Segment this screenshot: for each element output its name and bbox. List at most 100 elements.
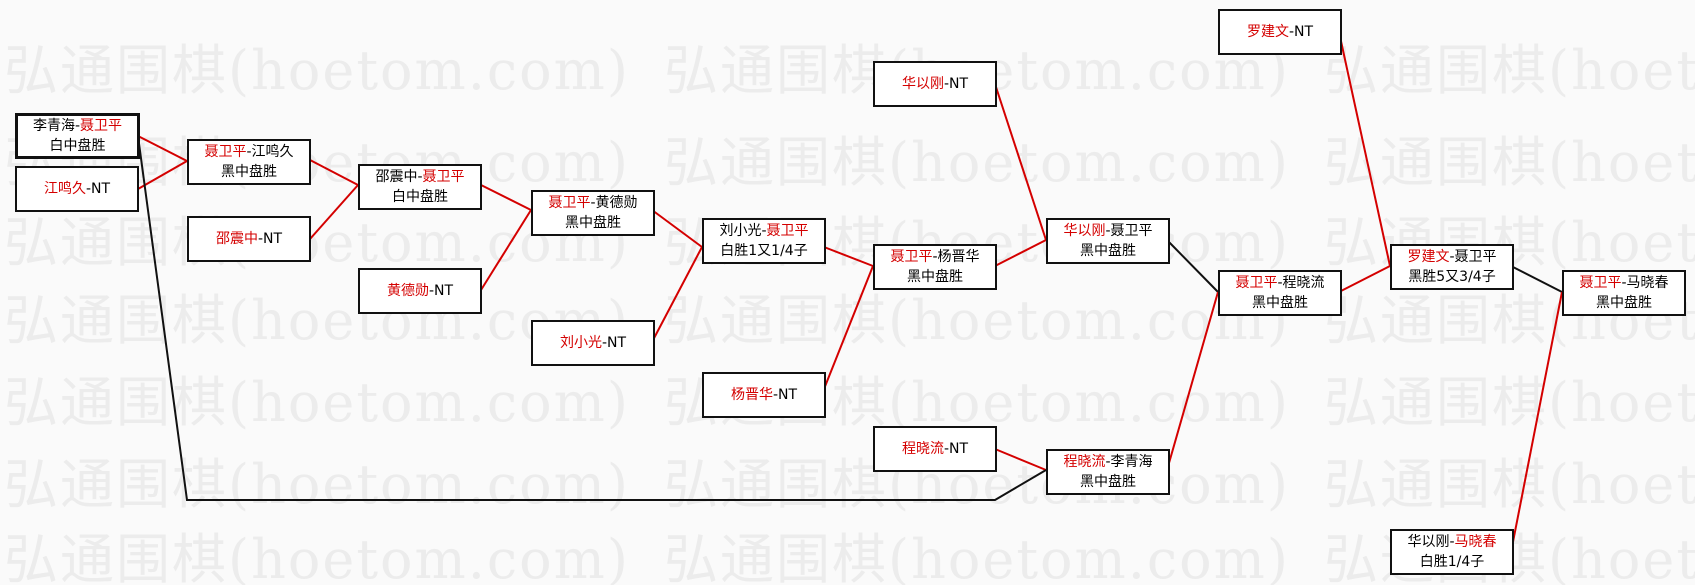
connector-line [1510,265,1563,293]
separator: - [932,249,938,265]
separator: - [1449,249,1455,265]
player-name: 杨晋华 [937,249,980,265]
winner-name: 聂卫平 [890,249,933,265]
separator: - [1288,24,1295,40]
connector-line [137,135,1047,501]
result-text: 白中盘胜 [392,189,448,205]
result-text: 黑中盘胜 [907,269,963,285]
matchup-line: 聂卫平-马晓春 [1579,273,1668,293]
game-box: 华以刚-马晓春 白胜1/4子 [1390,529,1514,575]
game-box: 刘小光-聂卫平 白胜1又1/4子 [702,218,826,264]
separator: - [1277,275,1283,291]
player-name: 聂卫平 [1110,223,1153,239]
result-text: 黑中盘胜 [221,164,277,180]
matchup-line: 杨晋华-NT [731,385,797,405]
result-text: 黑胜5又3/4子 [1408,269,1496,285]
separator: - [772,387,779,403]
connector-line [651,209,703,248]
separator: - [1105,223,1111,239]
winner-name: 聂卫平 [422,169,465,185]
separator: - [428,283,435,299]
result-text: 白中盘胜 [49,138,106,154]
winner-name: 杨晋华 [730,387,773,403]
connector-line [994,448,1047,471]
player-name: NT [434,283,454,299]
separator: - [1105,454,1111,470]
player-name: 李青海 [32,118,75,134]
connector-line [480,209,532,291]
player-name: NT [1294,24,1314,40]
matchup-line: 华以刚-聂卫平 [1063,221,1152,241]
winner-name: 聂卫平 [204,144,247,160]
result-text: 黑中盘胜 [1596,295,1652,311]
game-box: 杨晋华-NT [702,372,826,418]
matchup-line: 聂卫平-黄德勋 [548,193,637,213]
winner-name: 罗建文 [1407,249,1450,265]
winner-name: 江鸣久 [43,181,86,197]
separator: - [417,169,423,185]
separator: - [590,195,596,211]
winner-name: 聂卫平 [1235,275,1278,291]
game-box: 邵震中-聂卫平 白中盘胜 [358,164,482,210]
winner-name: 马晓春 [1454,534,1497,550]
connector-line [1338,31,1391,267]
winner-name: 罗建文 [1246,24,1289,40]
player-name: 马晓春 [1626,275,1669,291]
winner-name: 聂卫平 [766,223,809,239]
matchup-line: 刘小光-聂卫平 [719,221,808,241]
matchup-line: 邵震中-聂卫平 [375,167,464,187]
matchup-line: 刘小光-NT [560,333,626,353]
winner-name: 聂卫平 [80,118,123,134]
separator: - [943,76,950,92]
game-box: 聂卫平-江鸣久 黑中盘胜 [187,139,311,185]
game-box: 华以刚-NT [873,61,997,107]
player-name: 江鸣久 [251,144,294,160]
connector-line [137,160,188,190]
separator: - [246,144,252,160]
winner-name: 华以刚 [901,76,944,92]
separator: - [257,231,264,247]
connector-line [137,135,188,162]
game-box: 聂卫平-杨晋华 黑中盘胜 [873,244,997,290]
player-name: NT [778,387,798,403]
matchup-line: 华以刚-马晓春 [1407,532,1496,552]
connector-line [823,246,874,267]
game-box: 聂卫平-马晓春 黑中盘胜 [1562,270,1686,316]
separator: - [601,335,608,351]
game-box: 程晓流-NT [873,426,997,472]
matchup-line: 程晓流-李青海 [1063,452,1152,472]
player-name: 程晓流 [1282,275,1325,291]
matchup-line: 华以刚-NT [902,74,968,94]
connector-line [651,246,703,343]
matchup-line: 罗建文-NT [1247,22,1313,42]
player-name: NT [263,231,283,247]
matchup-line: 聂卫平-杨晋华 [890,247,979,267]
player-name: NT [949,441,969,457]
result-text: 白胜1又1/4子 [720,243,808,259]
matchup-line: 聂卫平-江鸣久 [204,142,293,162]
winner-name: 程晓流 [901,441,944,457]
player-name: NT [949,76,969,92]
connector-line [480,184,532,211]
matchup-line: 江鸣久-NT [44,179,110,199]
game-box: 黄德勋-NT [358,268,482,314]
game-box: 罗建文-NT [1218,9,1342,55]
matchup-line: 程晓流-NT [902,439,968,459]
separator: - [1621,275,1627,291]
winner-name: 刘小光 [559,335,602,351]
separator: - [85,181,92,197]
player-name: NT [91,181,111,197]
matchup-line: 邵震中-NT [216,229,282,249]
player-name: 刘小光 [719,223,762,239]
game-box: 程晓流-李青海 黑中盘胜 [1046,449,1170,495]
separator: - [761,223,767,239]
winner-name: 聂卫平 [548,195,591,211]
result-text: 黑中盘胜 [1080,243,1136,259]
player-name: 李青海 [1110,454,1153,470]
player-name: 聂卫平 [1454,249,1497,265]
matchup-line: 李青海-聂卫平 [33,116,122,136]
matchup-line: 聂卫平-程晓流 [1235,273,1324,293]
player-name: 黄德勋 [595,195,638,211]
game-box: 华以刚-聂卫平 黑中盘胜 [1046,218,1170,264]
matchup-line: 黄德勋-NT [387,281,453,301]
